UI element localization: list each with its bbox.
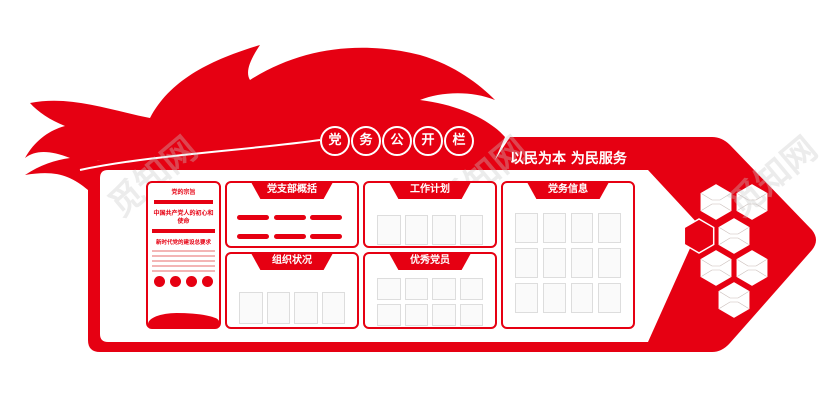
panel-party-info: 党务信息	[501, 181, 635, 329]
title-char: 开	[413, 126, 443, 156]
panel-organization: 组织状况	[225, 252, 359, 329]
panel-work-plan: 工作计划	[363, 181, 497, 248]
hexagon-photo-frame	[736, 184, 768, 220]
panel-title: 优秀党员	[388, 252, 472, 270]
panel-title: 组织状况	[250, 252, 334, 270]
heading-requirements: 新时代党的建设总要求	[155, 240, 211, 246]
title-char: 公	[382, 126, 412, 156]
heading-party-purpose: 党的宗旨	[171, 189, 196, 196]
hexagon-cluster	[683, 184, 768, 318]
panel-title: 党务信息	[526, 181, 610, 199]
flame-shape	[25, 45, 505, 190]
slogan: 以民为本 为民服务	[510, 151, 627, 167]
title-char: 务	[351, 126, 381, 156]
heading-mission: 中国共产党人的初心和使命	[153, 210, 214, 225]
hexagon-photo-frame	[736, 250, 768, 286]
panel-branch-overview: 党支部概括	[225, 181, 359, 274]
panel-title: 党支部概括	[250, 181, 334, 199]
hexagon-photo-frame	[700, 184, 732, 220]
title-char: 党	[320, 126, 350, 156]
hexagon-photo-frame	[700, 250, 732, 286]
hexagon-photo-frame	[718, 282, 750, 318]
hexagon-red	[683, 218, 715, 254]
left-panel: 党的宗旨 中国共产党人的初心和使命 新时代党的建设总要求	[146, 181, 221, 329]
title-char: 栏	[444, 126, 474, 156]
panel-title: 工作计划	[388, 181, 472, 199]
panel-outstanding-members: 优秀党员	[363, 252, 497, 329]
hexagon-photo-frame	[718, 218, 750, 254]
